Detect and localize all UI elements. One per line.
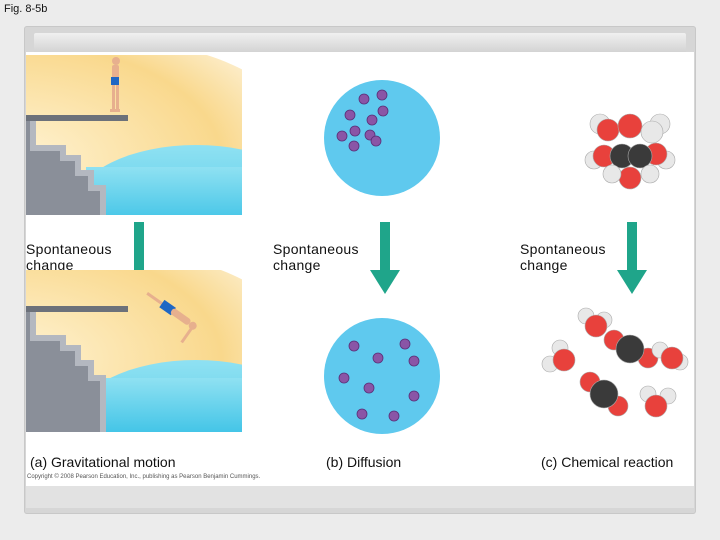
change-label-a: Spontaneous change — [26, 241, 112, 273]
change-label-line1: Spontaneous — [520, 241, 606, 257]
figure-label: Fig. 8-5b — [4, 3, 48, 15]
change-label-b: Spontaneous change — [273, 241, 359, 273]
caption-c: (c) Chemical reaction — [541, 454, 674, 470]
slide-bottom-bar — [26, 486, 694, 508]
water-molecule-4 — [639, 385, 677, 418]
concentrated-particles — [336, 89, 389, 152]
caption-a: (a) Gravitational motion — [30, 454, 176, 470]
change-label-line2: change — [26, 257, 74, 273]
change-label-line1: Spontaneous — [273, 241, 359, 257]
co2-molecule-1 — [603, 329, 659, 369]
down-arrow-c — [617, 222, 647, 296]
change-label-line1: Spontaneous — [26, 241, 112, 257]
diver-diving — [146, 292, 197, 344]
change-label-c: Spontaneous change — [520, 241, 606, 273]
water-molecule-1 — [577, 307, 613, 338]
co2-molecule-2 — [579, 371, 629, 417]
diver-standing — [110, 57, 120, 112]
diffusion-after — [322, 316, 442, 436]
water-molecule-3 — [651, 341, 689, 371]
water-molecule-2 — [541, 339, 576, 373]
copyright-notice: Copyright © 2008 Pearson Education, Inc.… — [27, 474, 261, 480]
reactant-molecule — [582, 110, 678, 196]
diver-before-scene — [26, 55, 242, 215]
slide-top-bar — [34, 33, 686, 55]
product-molecules — [538, 306, 694, 424]
caption-b: (b) Diffusion — [326, 454, 402, 470]
down-arrow-b — [370, 222, 400, 296]
diffusion-before — [322, 78, 442, 198]
diver-after-scene — [26, 270, 242, 432]
change-label-line2: change — [520, 257, 568, 273]
dispersed-particles — [338, 338, 420, 422]
change-label-line2: change — [273, 257, 321, 273]
